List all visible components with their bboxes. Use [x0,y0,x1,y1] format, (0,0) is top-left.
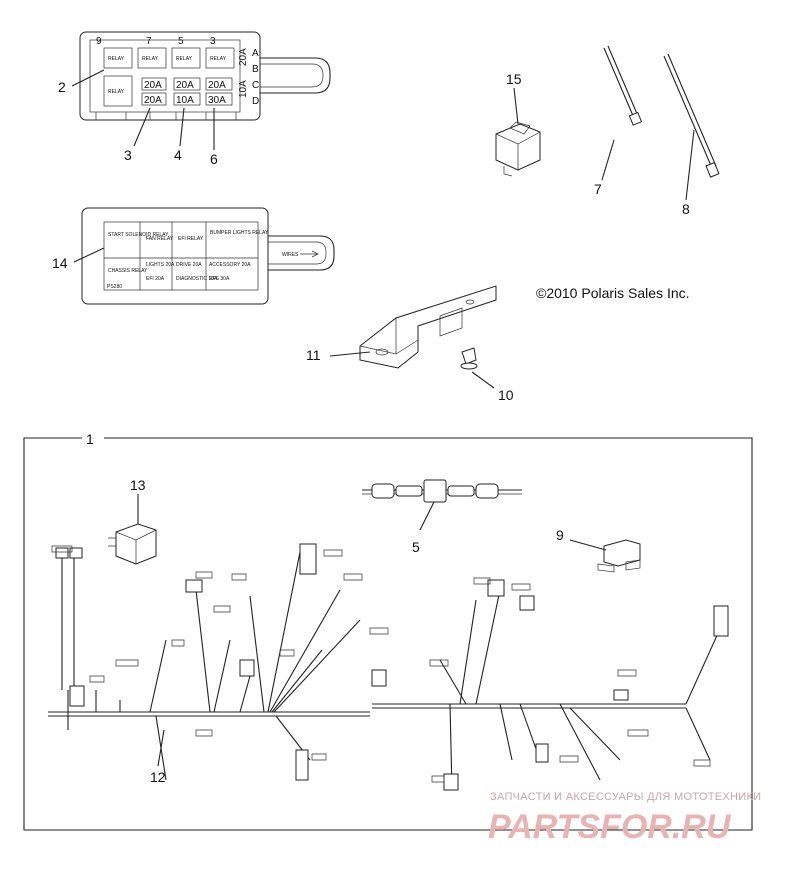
cover-cell: EFI 20A [146,276,165,282]
cover-cell: CHASSIS RELAY [108,268,148,274]
cover-cell: FAN RELAY [146,236,174,242]
cover-part-number: PS280 [107,284,122,290]
row-b: B [252,64,259,75]
harness-frame [23,437,753,831]
relay-label: RELAY [176,56,193,62]
position-7: 7 [146,36,152,47]
callout-1: 1 [86,431,94,447]
position-9: 9 [96,36,102,47]
fuse-value: 20A [144,80,162,91]
fuse-value: 20A [176,80,194,91]
cover-cell: EFI RELAY [178,236,204,242]
copyright: ©2010 Polaris Sales Inc. [536,285,690,301]
callout-5: 5 [412,539,420,555]
cover-cell: BUMPER LIGHTS RELAY [210,230,269,236]
callout-15: 15 [506,71,522,87]
relay-part [108,523,157,565]
diode-block [597,539,641,573]
position-5: 5 [178,36,184,47]
callout-7: 7 [594,181,602,197]
fuse-box: 9 7 5 3 A B C D RELAY RELAY RELAY RELAY … [79,31,331,121]
callout-13: 13 [130,477,146,493]
callout-4: 4 [174,147,182,163]
cable-tie-short [603,45,643,126]
callout-10: 10 [498,387,514,403]
cover-cell: EPS 30A [209,276,230,282]
callout-2: 2 [58,79,66,95]
cover-cell: LIGHTS 20A [146,262,175,268]
cover-cell: DIAGNOSTIC 10A [176,276,218,282]
callout-11: 11 [306,347,321,363]
callout-8: 8 [682,201,690,217]
callout-9: 9 [556,527,564,543]
fuse-value: 30A [208,95,226,106]
callout-6: 6 [210,151,218,167]
cover-cell: START SOLENOID RELAY [108,232,169,238]
fuse-value: 20A [144,95,162,106]
cover-cell: DRIVE 20A [176,262,202,268]
callout-3: 3 [124,147,132,163]
relay-label: RELAY [108,56,125,62]
position-3: 3 [210,36,216,47]
mounting-bracket [359,285,497,369]
row-d: D [252,96,259,107]
side-fuse-value: 10A [238,80,249,98]
relay-label: RELAY [142,56,159,62]
wire-harness [48,543,729,791]
callout-12: 12 [150,769,166,785]
fuse-value: 10A [176,95,194,106]
connector [495,121,541,177]
fuse-value: 20A [208,80,226,91]
relay-label: RELAY [210,56,227,62]
push-rivet [460,347,478,370]
cable-tie-long [663,53,720,178]
cover-cell: ACCESSORY 20A [209,262,251,268]
callout-14: 14 [52,255,68,271]
cover-side-label: WIRES [282,252,299,258]
row-c: C [252,80,259,91]
inline-fuse-holder [362,479,522,503]
relay-label: RELAY [108,89,125,95]
watermark-logo: PARTSFOR.RU [488,808,732,846]
side-fuse-value: 20A [238,48,249,66]
row-a: A [252,48,259,59]
fuse-box-cover: WIRES START SOLENOID RELAY FAN RELAY EFI… [81,207,335,305]
watermark-tagline: ЗАПЧАСТИ И АКСЕССУАРЫ ДЛЯ МОТОТЕХНИКИ [490,791,761,803]
